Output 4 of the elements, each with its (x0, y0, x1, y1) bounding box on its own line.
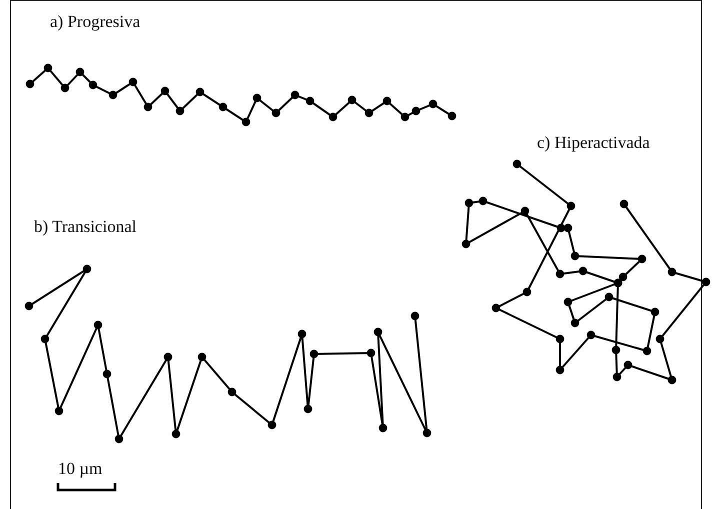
panel-label: a) Progresiva (50, 13, 140, 30)
panel-label: b) Transicional (34, 218, 136, 235)
scale-label: 10 µm (58, 460, 102, 477)
panel-label: c) Hiperactivada (537, 134, 650, 151)
